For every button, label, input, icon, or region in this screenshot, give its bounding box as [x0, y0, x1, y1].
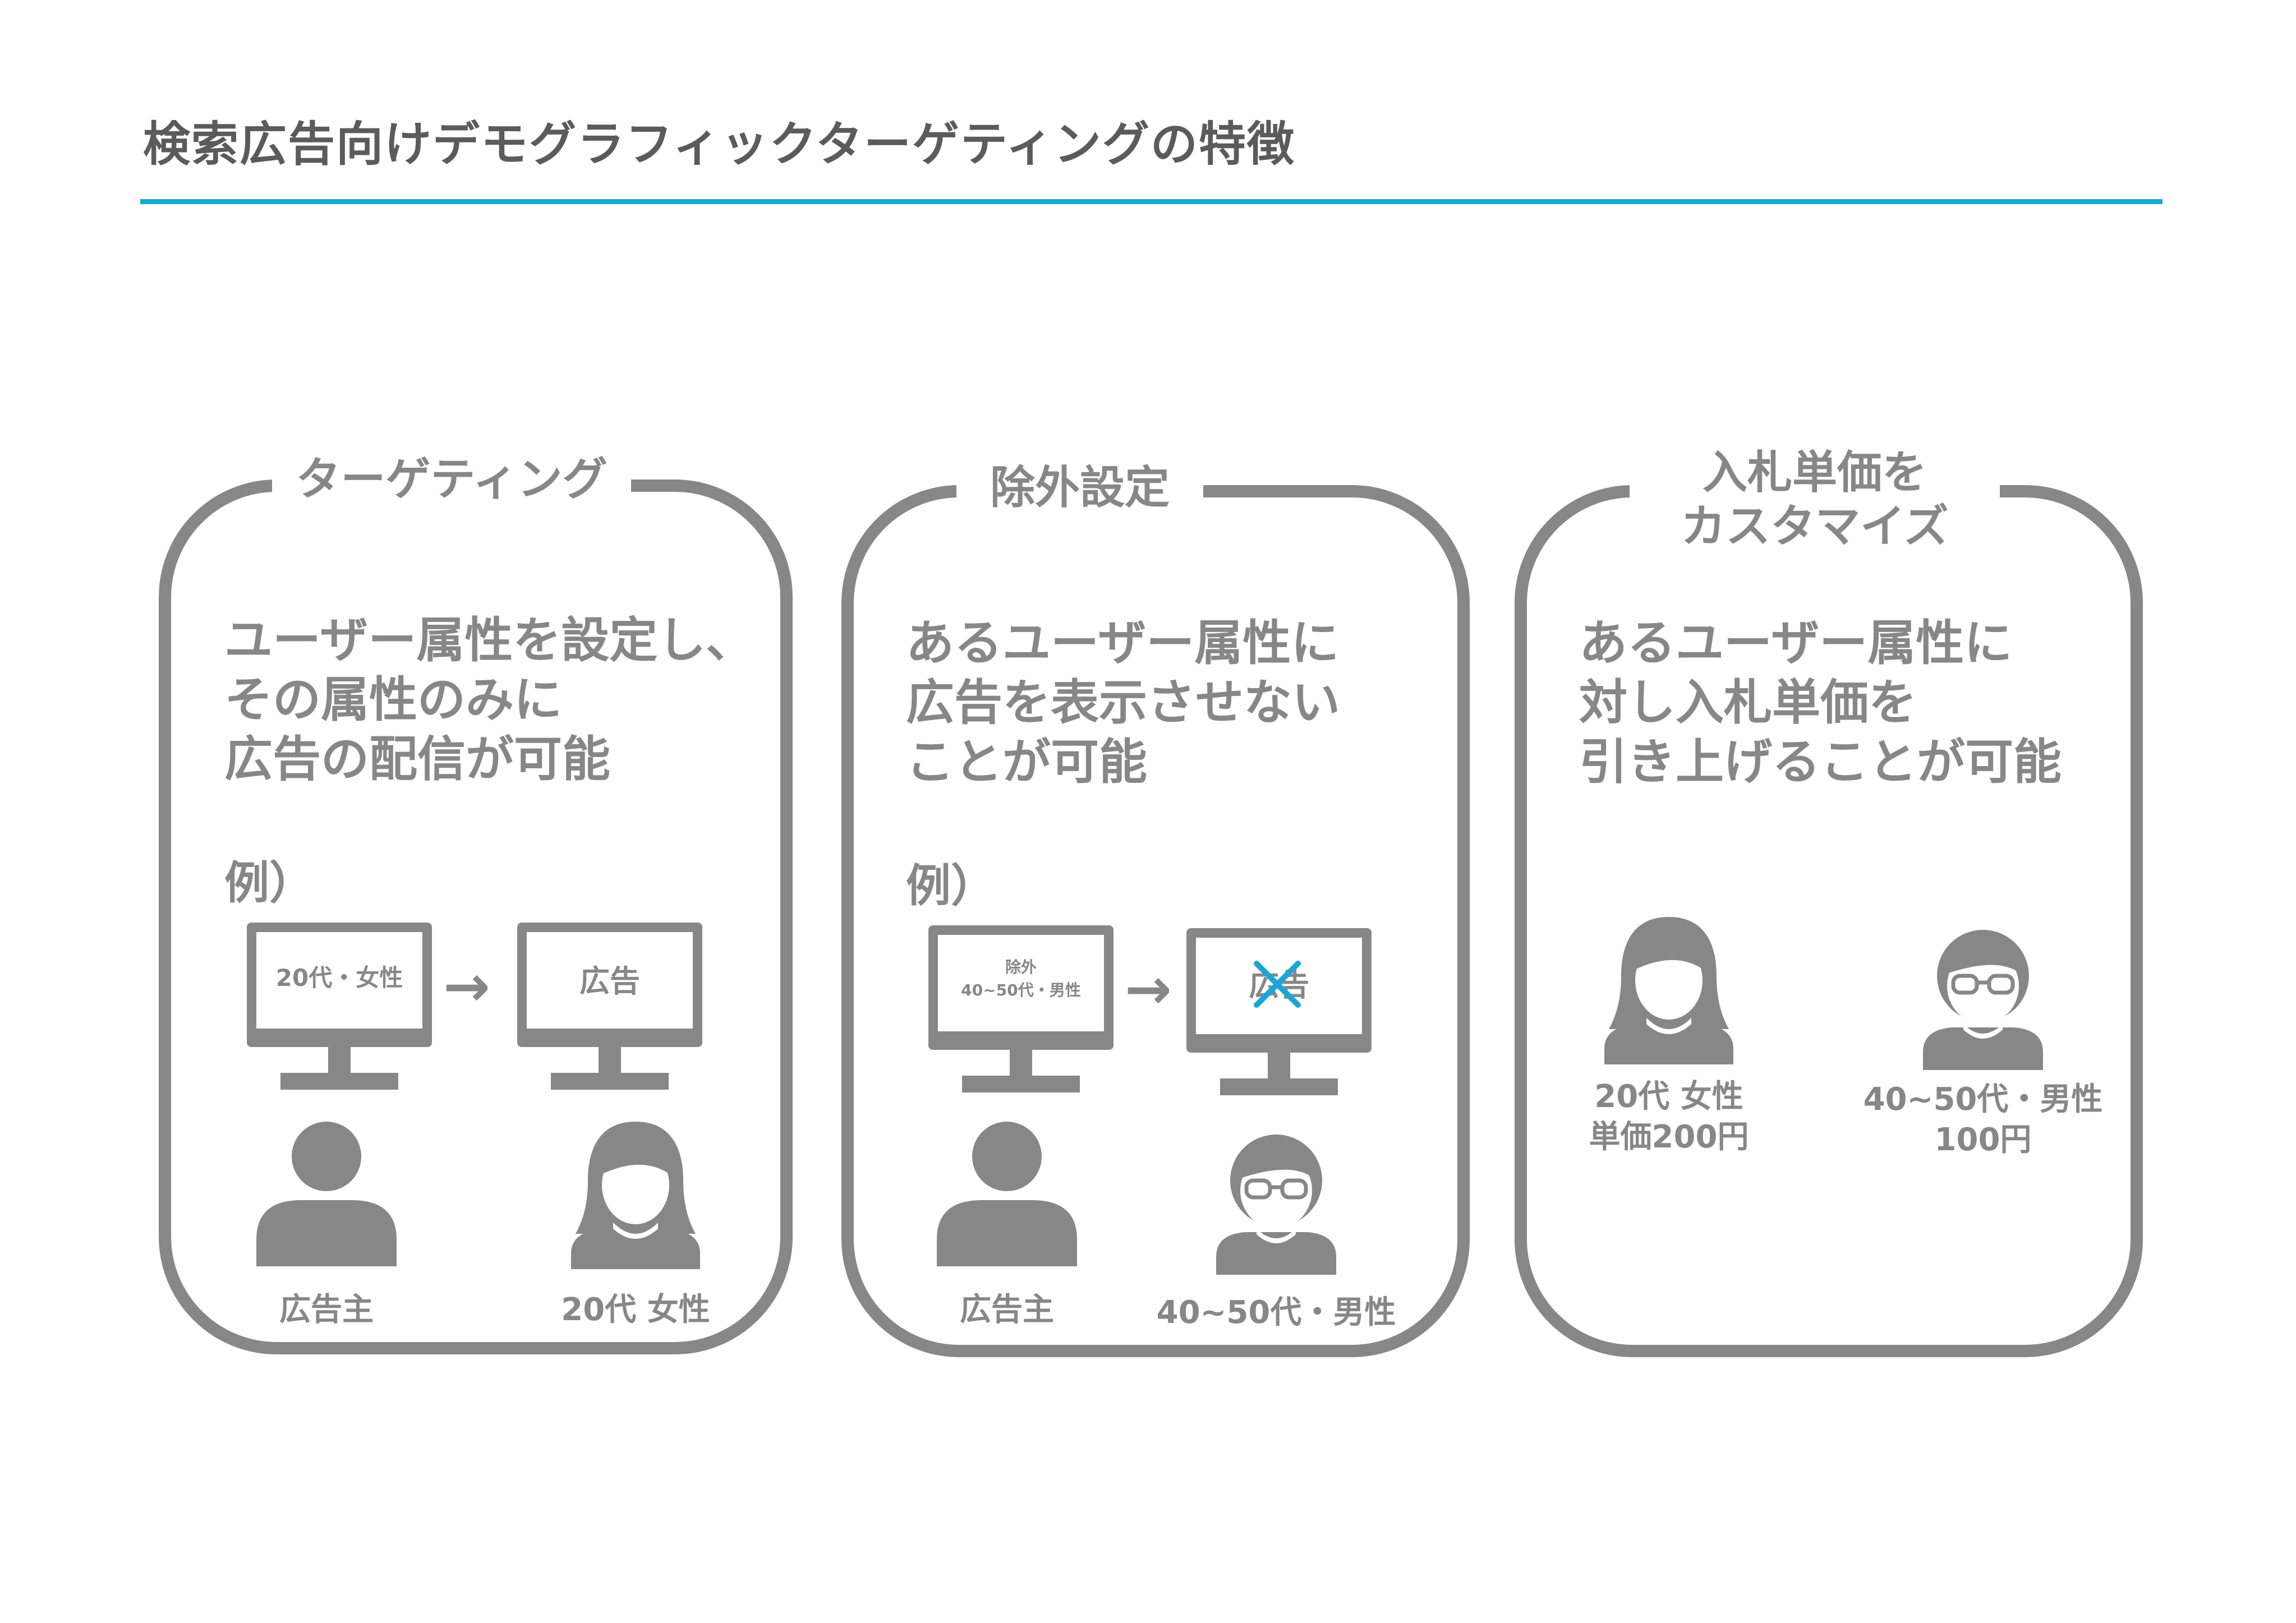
panel-description: あるユーザー属性に 広告を表示させない ことが可能: [906, 615, 1340, 790]
arrow-icon: →: [1125, 956, 1172, 1022]
monitor-icon: [928, 925, 1114, 1094]
woman-icon: [571, 1119, 700, 1270]
example-label: 例）: [224, 857, 314, 909]
monitor-text: 除外 40~50代・男性: [961, 958, 1081, 999]
monitor-icon: [247, 923, 432, 1091]
cross-icon: [1254, 961, 1301, 1008]
panel-exclusion: [841, 485, 1470, 1357]
man-glasses-icon: [1918, 920, 2047, 1071]
person-icon: [254, 1122, 399, 1267]
person-icon: [934, 1122, 1080, 1267]
person-label: 40~50代・男性 100円: [1863, 1081, 2103, 1158]
monitor-text: 20代・女性: [275, 964, 403, 992]
title-divider: [140, 199, 2162, 204]
arrow-icon: →: [443, 953, 490, 1019]
person-label: 40~50代・男性: [1156, 1294, 1396, 1331]
monitor-text: 広告: [579, 963, 640, 999]
panel-bid-customize: [1515, 485, 2143, 1357]
example-label: 例）: [906, 860, 996, 912]
monitor-icon: [1186, 928, 1372, 1096]
page-title: 検索広告向けデモグラフィックターゲティングの特徴: [143, 117, 1295, 172]
panel-description: ユーザー属性を設定し、 その属性のみに 広告の配信が可能: [224, 612, 754, 787]
person-label: 広告主: [960, 1292, 1054, 1328]
person-label: 20代 女性 単価200円: [1589, 1078, 1749, 1155]
woman-icon: [1604, 914, 1733, 1066]
person-label: 20代 女性: [561, 1292, 710, 1328]
panel-heading: 入札単価を カスタマイズ: [1630, 440, 2000, 559]
man-glasses-icon: [1212, 1124, 1341, 1276]
person-label: 広告主: [279, 1292, 374, 1328]
panel-heading: 除外設定: [956, 457, 1203, 519]
panel-description: あるユーザー属性に 対し入札単価を 引き上げることが可能: [1579, 615, 2062, 790]
panel-heading: ターゲティング: [272, 449, 631, 510]
monitor-icon: [517, 923, 702, 1091]
